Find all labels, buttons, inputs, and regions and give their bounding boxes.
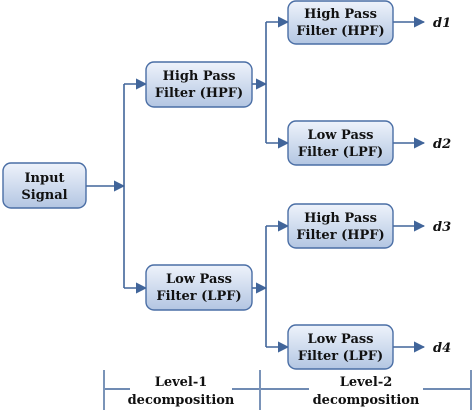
- output-label-d1: d1: [433, 16, 451, 31]
- output-label-d3: d3: [433, 220, 451, 235]
- node-level1-hpf-line2: Filter (HPF): [155, 86, 243, 101]
- node-level2-hpf-bottom: High Pass Filter (HPF): [287, 203, 394, 249]
- node-level1-hpf-line1: High Pass: [163, 69, 236, 84]
- node-level2-lpf-top-line1: Low Pass: [307, 128, 373, 143]
- node-level2-lpf-bottom-line2: Filter (LPF): [298, 349, 383, 364]
- level1-label-line1: Level-1: [155, 375, 208, 390]
- node-level2-hpf-top: High Pass Filter (HPF): [287, 0, 394, 45]
- connectors: [86, 16, 426, 353]
- node-level2-lpf-top: Low Pass Filter (LPF): [287, 120, 394, 166]
- node-level2-lpf-bottom-line1: Low Pass: [307, 332, 373, 347]
- output-label-d4: d4: [433, 341, 451, 356]
- node-level2-hpf-top-line2: Filter (HPF): [296, 24, 384, 39]
- node-level2-hpf-top-line1: High Pass: [304, 7, 377, 22]
- level2-label-line1: Level-2: [340, 375, 393, 390]
- node-level2-hpf-bottom-line1: High Pass: [304, 211, 377, 226]
- node-level1-lpf-line1: Low Pass: [166, 272, 232, 287]
- level1-label-line2: decomposition: [128, 393, 235, 408]
- node-level1-hpf: High Pass Filter (HPF): [145, 61, 253, 108]
- node-level2-hpf-bottom-line2: Filter (HPF): [296, 228, 384, 243]
- output-label-d2: d2: [433, 137, 451, 152]
- node-level2-lpf-top-line2: Filter (LPF): [298, 145, 383, 160]
- node-level2-lpf-bottom: Low Pass Filter (LPF): [287, 324, 394, 370]
- level2-label-line2: decomposition: [313, 393, 420, 408]
- node-input-line1: Input: [24, 171, 64, 186]
- node-level1-lpf: Low Pass Filter (LPF): [145, 264, 253, 311]
- node-input: Input Signal: [2, 162, 87, 209]
- level-brackets: [103, 370, 472, 410]
- node-input-line2: Signal: [21, 188, 67, 203]
- node-level1-lpf-line2: Filter (LPF): [156, 289, 241, 304]
